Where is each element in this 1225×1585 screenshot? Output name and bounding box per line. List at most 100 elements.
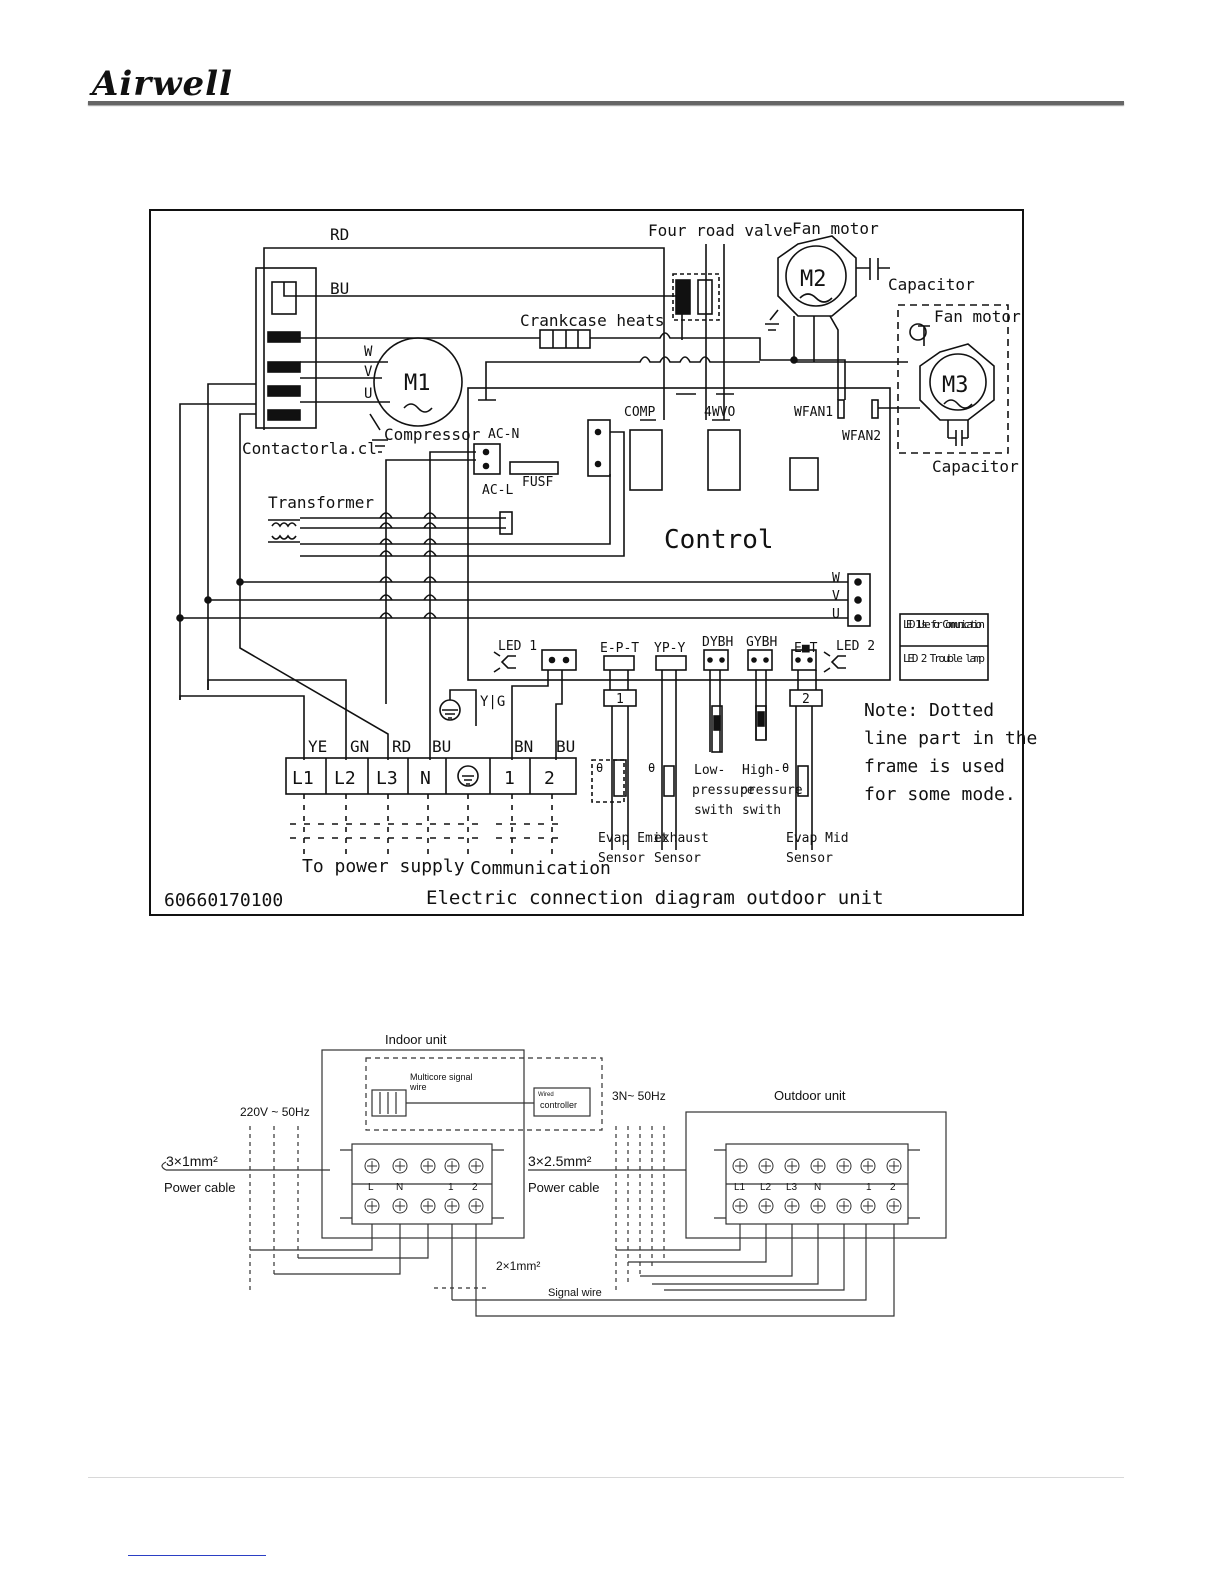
capacitor-label: Capacitor <box>888 275 975 294</box>
ac-n-label: AC-N <box>488 427 519 442</box>
fan-motor-m2 <box>777 235 857 317</box>
controller-label: controller <box>540 1100 577 1110</box>
terminal-screw <box>444 1198 460 1214</box>
ac-l-label: AC-L <box>482 483 513 498</box>
wire-label-bu: BU <box>330 279 349 298</box>
4wvo-label: 4WVO <box>704 405 735 420</box>
low-pressure-line1: Low- <box>694 763 725 778</box>
outdoor-terminal-2: 2 <box>890 1182 896 1193</box>
terminal-l3: L3 <box>376 768 398 789</box>
indoor-unit-label: Indoor unit <box>385 1032 447 1047</box>
motor-terminal-w: W <box>364 344 373 360</box>
emt-plug-label: 2 <box>802 692 810 707</box>
terminal-screw <box>810 1198 826 1214</box>
airwell-logo: Airwell <box>92 64 233 104</box>
motor-terminal-v: V <box>364 364 373 380</box>
theta-symbol-2: θ <box>648 761 655 775</box>
board-terminal-u: U <box>832 607 840 622</box>
m1-label: M1 <box>404 371 431 396</box>
exhaust-line1: exhaust <box>654 831 709 846</box>
theta-symbol-3: θ <box>782 761 789 775</box>
terminal-screw <box>392 1198 408 1214</box>
m3-label: M3 <box>942 373 969 398</box>
indoor-terminal-1: 1 <box>448 1182 454 1193</box>
terminal-screw <box>886 1158 902 1174</box>
indoor-terminal-n: N <box>396 1182 403 1193</box>
indoor-terminal-l: L <box>368 1182 374 1193</box>
gybh-label: GYBH <box>746 635 777 650</box>
note-line2: line part in the <box>864 728 1037 749</box>
terminal-screw <box>732 1198 748 1214</box>
control-label: Control <box>664 525 774 555</box>
terminal-block <box>285 757 577 795</box>
terminal-screws <box>364 1158 902 1214</box>
capacitor-label-m3: Capacitor <box>932 457 1019 476</box>
communication-label: Communication <box>470 858 611 879</box>
terminal-screw <box>860 1198 876 1214</box>
outdoor-unit-box <box>685 1111 947 1239</box>
indoor-dashed-frame <box>365 1057 603 1131</box>
multicore-line1: Multicore signal <box>410 1072 473 1082</box>
m2-label: M2 <box>800 267 827 292</box>
terminal-screw <box>364 1158 380 1174</box>
to-power-supply-label: To power supply <box>302 856 465 877</box>
board-terminal-v: V <box>832 589 840 604</box>
led2-legend: LED 2 Trouble lamp <box>903 652 985 665</box>
four-road-valve-label: Four road valve <box>648 221 793 240</box>
terminal-l1: L1 <box>292 768 314 789</box>
led1-label: LED 1 <box>498 639 537 654</box>
terminal-l2: L2 <box>334 768 356 789</box>
terminal-screw <box>468 1198 484 1214</box>
high-pressure-line1: High- <box>742 763 781 778</box>
high-pressure-line3: swith <box>742 803 781 818</box>
evap-mid-line2: Sensor <box>786 851 833 866</box>
indoor-power-cable: Power cable <box>164 1180 236 1195</box>
evap-mid-line1: Evap Mid <box>786 831 849 846</box>
transformer-label: Transformer <box>268 493 374 512</box>
note-line4: for some mode. <box>864 784 1016 805</box>
ept-plug-label: 1 <box>616 692 624 707</box>
led1-legend: LED 1Use for Communication <box>903 618 985 631</box>
terminal-2: 2 <box>544 768 555 789</box>
diagram-caption: Electric connection diagram outdoor unit <box>426 887 884 909</box>
outdoor-power-cable: Power cable <box>528 1180 600 1195</box>
low-pressure-line2: pressure <box>692 783 755 798</box>
signal-wire-label: Signal wire <box>548 1287 602 1299</box>
indoor-terminal-2: 2 <box>472 1182 478 1193</box>
terminal-screw <box>860 1158 876 1174</box>
ypy-label: YP-Y <box>654 641 685 656</box>
low-pressure-line3: swith <box>694 803 733 818</box>
outdoor-terminal-n: N <box>814 1182 821 1193</box>
terminal-screw <box>732 1158 748 1174</box>
terminal-screw <box>468 1158 484 1174</box>
note-line3: frame is used <box>864 756 1005 777</box>
terminal-screw <box>758 1198 774 1214</box>
wire-color-gn: GN <box>350 737 369 756</box>
diagram-frame <box>149 209 1024 916</box>
crankcase-label: Crankcase heats <box>520 311 665 330</box>
contactor-label: Contactorla.cl <box>242 439 377 458</box>
header-rule <box>88 101 1124 105</box>
indoor-cable-spec: 3×1mm² <box>166 1153 218 1169</box>
wire-color-rd: RD <box>392 737 411 756</box>
terminal-screw <box>836 1198 852 1214</box>
terminal-screw <box>784 1158 800 1174</box>
outdoor-terminal-l3: L3 <box>786 1182 798 1193</box>
dybh-label: DYBH <box>702 635 733 650</box>
note-line1: Note: Dotted <box>864 700 994 721</box>
control-board <box>467 387 891 681</box>
motor-terminal-u: U <box>364 386 372 402</box>
terminal-screw <box>758 1158 774 1174</box>
high-pressure-line2: pressure <box>740 783 803 798</box>
theta-symbol-1: θ <box>596 761 603 775</box>
evap-emit-line1: Evap Emit <box>598 831 668 846</box>
indoor-unit-box <box>321 1049 525 1239</box>
wire-color-bu-2: BU <box>556 737 575 756</box>
terminal-screw <box>810 1158 826 1174</box>
terminal-screw <box>420 1158 436 1174</box>
footer-link-underline <box>128 1555 266 1556</box>
terminal-n: N <box>420 768 431 789</box>
signal-cable-spec: 2×1mm² <box>496 1259 540 1273</box>
terminal-screw <box>836 1158 852 1174</box>
wire-label-rd: RD <box>330 225 349 244</box>
